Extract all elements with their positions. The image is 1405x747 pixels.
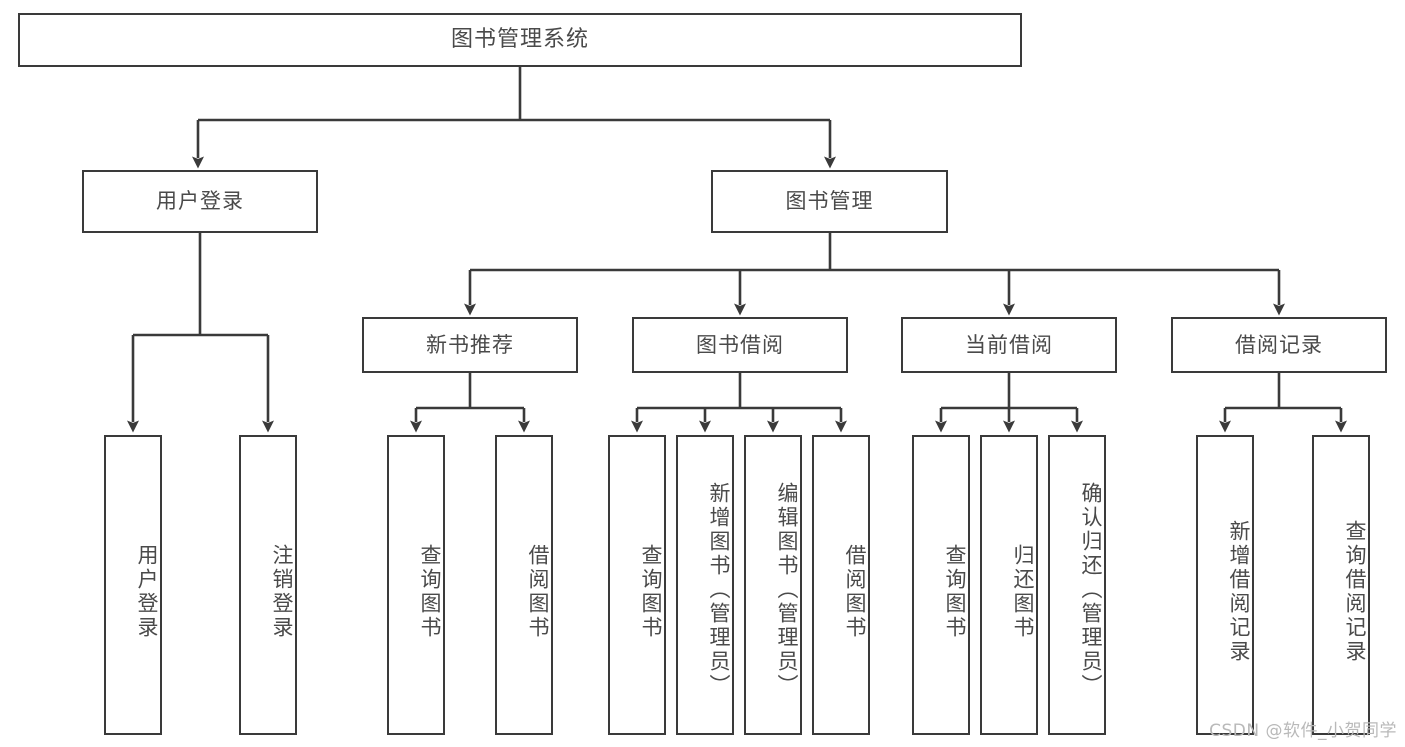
leaf-borrow-book-recommend[interactable]: 借阅图书 [495, 435, 553, 735]
node-borrow-record[interactable]: 借阅记录 [1171, 317, 1387, 373]
leaf-user-login[interactable]: 用户登录 [104, 435, 162, 735]
node-book-management[interactable]: 图书管理 [711, 170, 948, 233]
node-current-borrowing[interactable]: 当前借阅 [901, 317, 1117, 373]
leaf-query-book-recommend[interactable]: 查询图书 [387, 435, 445, 735]
leaf-query-borrow-record[interactable]: 查询借阅记录 [1312, 435, 1370, 735]
node-root-system[interactable]: 图书管理系统 [18, 13, 1022, 67]
leaf-query-book-current[interactable]: 查询图书 [912, 435, 970, 735]
leaf-borrow-book[interactable]: 借阅图书 [812, 435, 870, 735]
node-user-login[interactable]: 用户登录 [82, 170, 318, 233]
leaf-edit-book-admin[interactable]: 编辑图书（管理员） [744, 435, 802, 735]
leaf-confirm-return-admin[interactable]: 确认归还（管理员） [1048, 435, 1106, 735]
leaf-logout-login[interactable]: 注销登录 [239, 435, 297, 735]
csdn-watermark: CSDN @软件_小贺同学 [1209, 721, 1397, 741]
node-book-borrowing[interactable]: 图书借阅 [632, 317, 848, 373]
leaf-add-borrow-record[interactable]: 新增借阅记录 [1196, 435, 1254, 735]
leaf-add-book-admin[interactable]: 新增图书（管理员） [676, 435, 734, 735]
leaf-return-book[interactable]: 归还图书 [980, 435, 1038, 735]
node-new-book-recommend[interactable]: 新书推荐 [362, 317, 578, 373]
leaf-query-book-borrow[interactable]: 查询图书 [608, 435, 666, 735]
